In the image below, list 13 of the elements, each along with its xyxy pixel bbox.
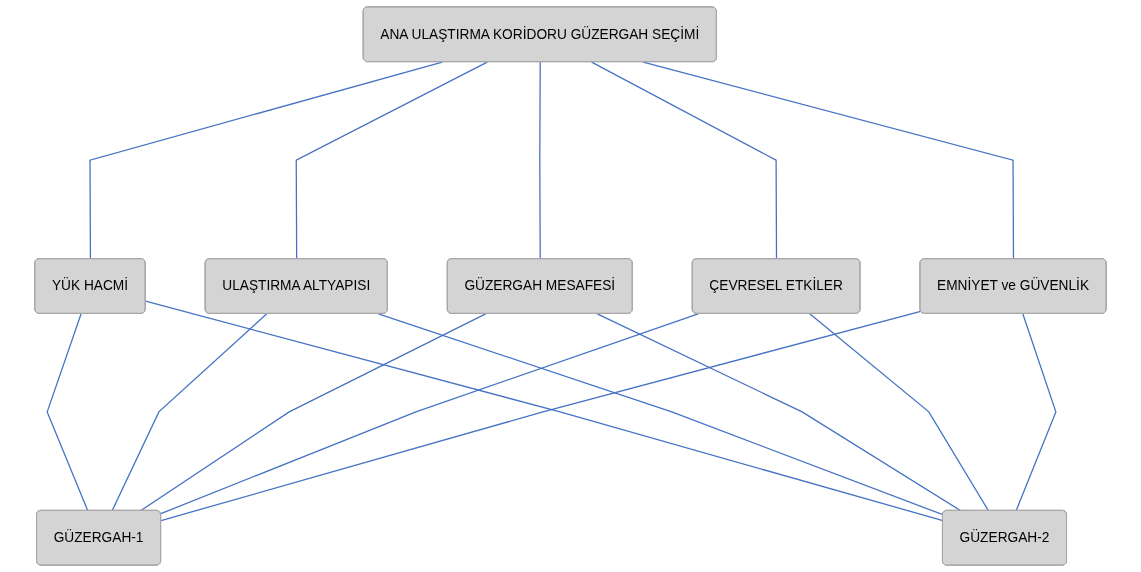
connector [539, 61, 541, 260]
connector [111, 313, 268, 512]
connector [809, 313, 990, 512]
connector [160, 313, 699, 515]
connector [139, 313, 487, 512]
connector [377, 313, 944, 516]
connector [295, 61, 488, 260]
connector [596, 313, 962, 512]
connector [642, 61, 1015, 260]
connector [46, 313, 89, 512]
connector [1015, 313, 1057, 512]
connector [591, 61, 778, 260]
connector [89, 61, 443, 260]
